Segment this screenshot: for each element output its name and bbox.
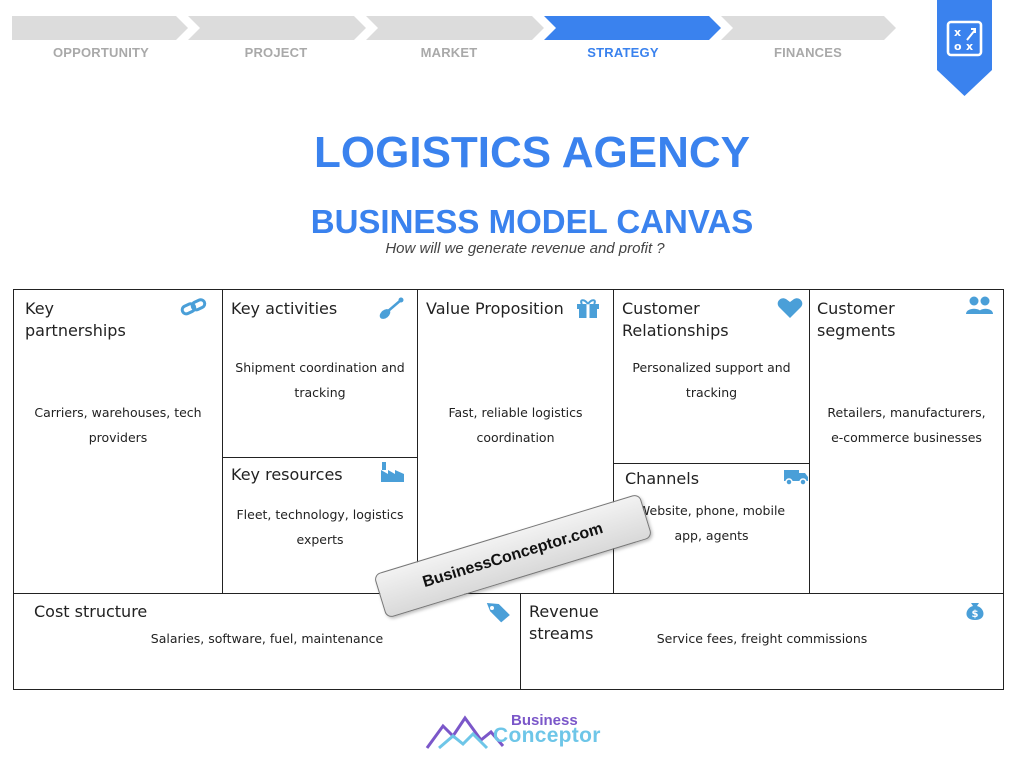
revenue-streams-title: Revenue streams	[529, 602, 599, 643]
step-label-strategy[interactable]: STRATEGY	[587, 45, 659, 60]
key-partnerships-text: Carriers, warehouses, tech providers	[34, 405, 202, 445]
key-resources-title: Key resources	[231, 465, 343, 484]
gift-icon	[577, 299, 599, 318]
step-label-opportunity[interactable]: OPPORTUNITY	[52, 45, 150, 60]
progress-steps	[12, 16, 896, 40]
customer-relationships-text: Personalized support and tracking	[632, 360, 791, 400]
step-strategy[interactable]	[544, 16, 721, 40]
customer-segments-cell: Customer segments Retailers, manufacture…	[809, 289, 1004, 594]
step-project[interactable]	[188, 16, 366, 40]
svg-text:x: x	[954, 26, 961, 39]
link-icon	[180, 298, 207, 316]
customer-relationships-cell: Customer Relationships Personalized supp…	[613, 289, 810, 464]
page-title: LOGISTICS AGENCY	[314, 128, 750, 177]
revenue-streams-cell: Revenue streams $ Service fees, freight …	[520, 593, 1004, 690]
mountain-logo-icon	[425, 715, 505, 750]
key-resources-cell: Key resources Fleet, technology, logisti…	[222, 457, 418, 594]
channels-text: Website, phone, mobile app, agents	[637, 503, 786, 543]
cost-structure-title: Cost structure	[34, 602, 148, 621]
step-market[interactable]	[366, 16, 544, 40]
step-label-finances[interactable]: FINANCES	[773, 45, 843, 60]
tag-icon	[486, 602, 510, 623]
key-activities-title: Key activities	[231, 299, 338, 318]
heart-icon	[777, 298, 803, 318]
svg-text:x: x	[966, 40, 973, 53]
money-bag-icon: $	[966, 603, 984, 620]
customer-segments-text: Retailers, manufacturers, e-commerce bus…	[827, 405, 986, 445]
channels-title: Channels	[625, 469, 700, 488]
key-partnerships-cell: Key partnerships Carriers, warehouses, t…	[13, 289, 223, 594]
step-finances[interactable]	[721, 16, 896, 40]
key-resources-text: Fleet, technology, logistics experts	[236, 507, 404, 547]
business-conceptor-logo: Business Conceptor	[425, 708, 605, 754]
svg-text:$: $	[972, 609, 979, 620]
step-label-market[interactable]: MARKET	[420, 45, 478, 60]
factory-icon	[381, 462, 404, 482]
key-activities-text: Shipment coordination and tracking	[235, 360, 405, 400]
value-proposition-text: Fast, reliable logistics coordination	[448, 405, 583, 445]
canvas-question: How will we generate revenue and profit …	[385, 240, 665, 257]
customer-segments-title: Customer segments	[817, 299, 896, 340]
logo-text-business: Business	[511, 712, 578, 729]
logo-text-conceptor: Conceptor	[493, 724, 601, 747]
key-activities-cell: Key activities Shipment coordination and…	[222, 289, 418, 458]
step-label-project[interactable]: PROJECT	[244, 45, 308, 60]
cost-structure-cell: Cost structure Salaries, software, fuel,…	[13, 593, 521, 690]
strategy-bookmark-icon: x o x	[937, 0, 992, 96]
customer-relationships-title: Customer Relationships	[622, 299, 729, 340]
svg-text:o: o	[954, 40, 962, 53]
cost-structure-text: Salaries, software, fuel, maintenance	[150, 631, 384, 646]
key-partnerships-title: Key partnerships	[25, 299, 126, 340]
canvas-heading: BUSINESS MODEL CANVAS	[310, 203, 754, 240]
step-opportunity[interactable]	[12, 16, 188, 40]
shovel-icon	[379, 297, 404, 319]
people-icon	[966, 296, 993, 314]
revenue-streams-text: Service fees, freight commissions	[656, 631, 868, 646]
truck-icon	[784, 470, 808, 486]
value-proposition-title: Value Proposition	[426, 299, 564, 318]
